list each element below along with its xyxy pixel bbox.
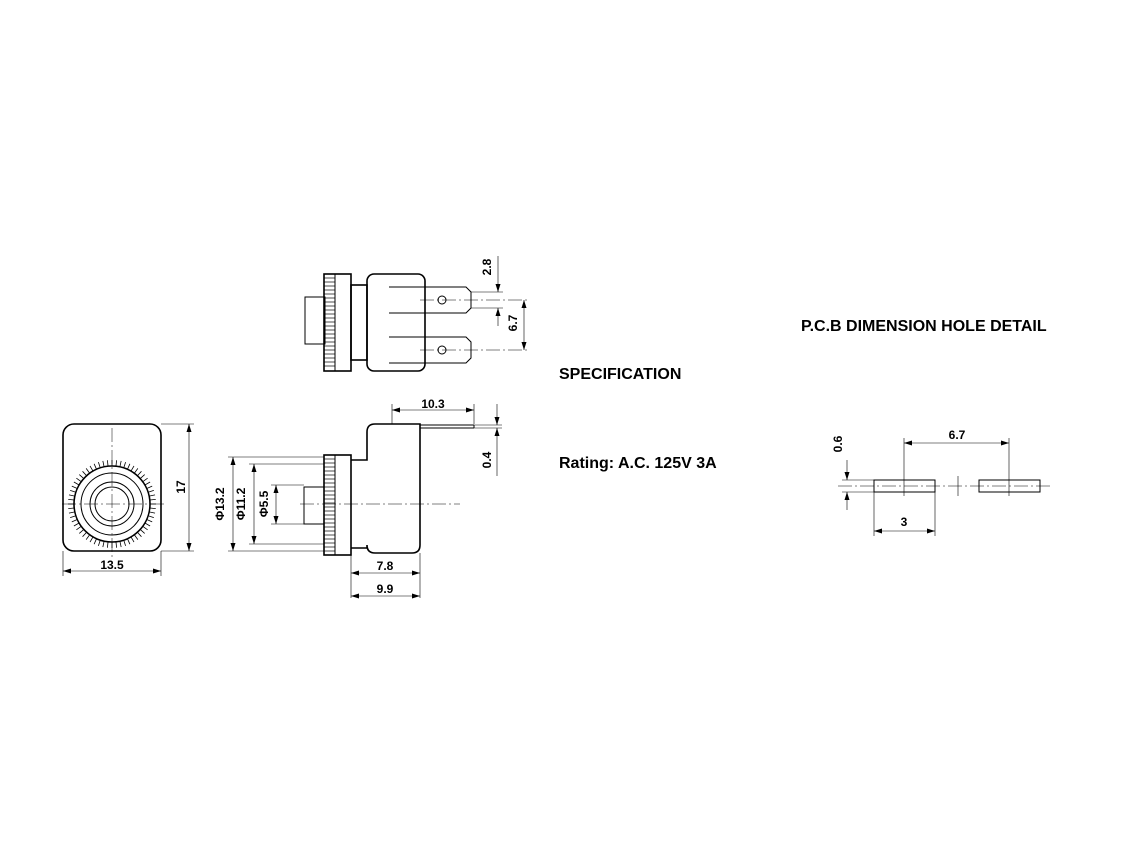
- dim-side-total: 9.9: [377, 582, 394, 596]
- specification-heading: SPECIFICATION: [559, 366, 681, 383]
- dim-dia-13-2: Φ13.2: [213, 487, 227, 521]
- dim-top-tab-width: 2.8: [480, 258, 494, 275]
- pcb-detail-heading: P.C.B DIMENSION HOLE DETAIL: [801, 318, 1047, 335]
- pcb-hole-detail: [838, 438, 1052, 536]
- dim-side-thickness: 0.4: [480, 451, 494, 468]
- top-view: [304, 256, 527, 372]
- dim-dia-5-5: Φ5.5: [257, 490, 271, 517]
- dim-side-length: 10.3: [421, 397, 445, 411]
- dim-top-tab-pitch: 6.7: [506, 314, 520, 331]
- dim-side-body: 7.8: [377, 559, 394, 573]
- dim-pcb-pitch: 6.7: [949, 428, 966, 442]
- dim-dia-11-2: Φ11.2: [234, 487, 248, 520]
- rating-text: Rating: A.C. 125V 3A: [559, 455, 717, 472]
- dim-pcb-slot-height: 0.6: [831, 435, 845, 452]
- dim-pcb-slot-width: 3: [901, 515, 908, 529]
- dim-width-front: 13.5: [100, 558, 124, 572]
- side-view: [228, 404, 502, 599]
- front-view: [62, 423, 194, 576]
- dim-height-front: 17: [174, 480, 188, 494]
